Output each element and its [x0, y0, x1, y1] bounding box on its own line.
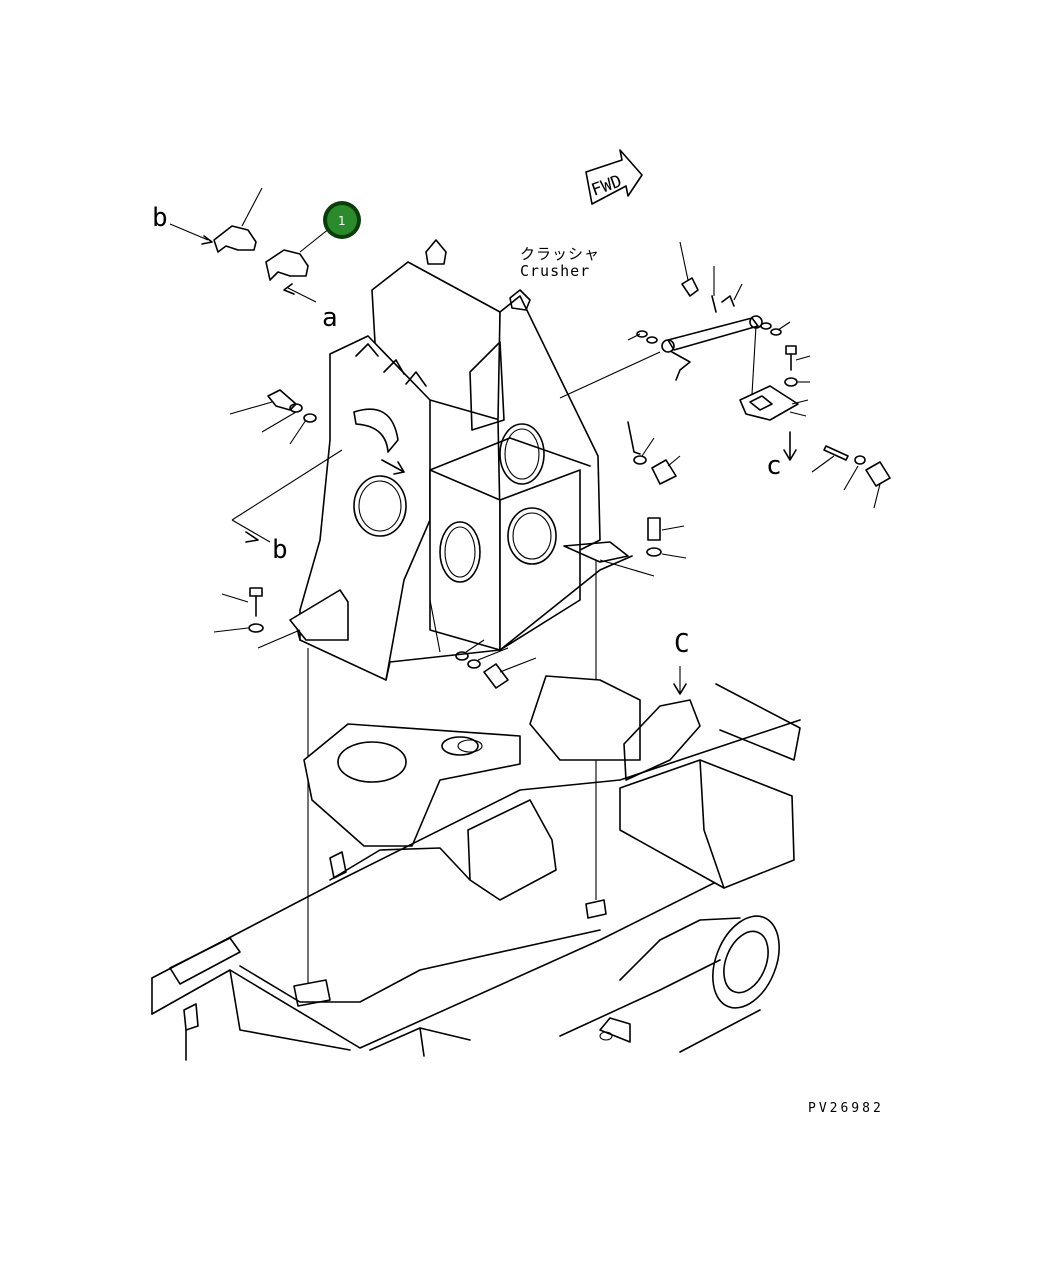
drawing-number: PV26982 [808, 1101, 884, 1116]
crusher-label-english: Crusher [520, 262, 590, 280]
crusher-label-japanese: クラッシャ [520, 245, 600, 263]
callout-number: 1 [338, 214, 346, 228]
pointer-arrows [231, 449, 405, 543]
label-a-top: a [322, 303, 338, 333]
label-b-top: b [152, 203, 168, 233]
bolt-set-middle [599, 421, 687, 577]
label-c-right: c [766, 451, 782, 481]
crusher-label-group: クラッシャ Crusher [520, 245, 600, 280]
label-c-upper: C [674, 629, 690, 659]
lower-chassis [151, 675, 801, 1061]
cover-plate-a [265, 227, 331, 303]
bolt-set-center-low [429, 599, 537, 689]
bolt-set-left-upper [229, 389, 317, 445]
hydraulic-cylinder-assembly [559, 241, 891, 509]
fwd-label: FWD [589, 171, 625, 200]
label-b-mid: b [272, 535, 288, 565]
fwd-direction-arrow: FWD [585, 149, 643, 205]
crusher-frame [289, 239, 633, 681]
callout-badge-1: 1 [323, 201, 361, 239]
bolt-set-left-lower [213, 587, 301, 649]
cover-plate-b [169, 187, 263, 253]
